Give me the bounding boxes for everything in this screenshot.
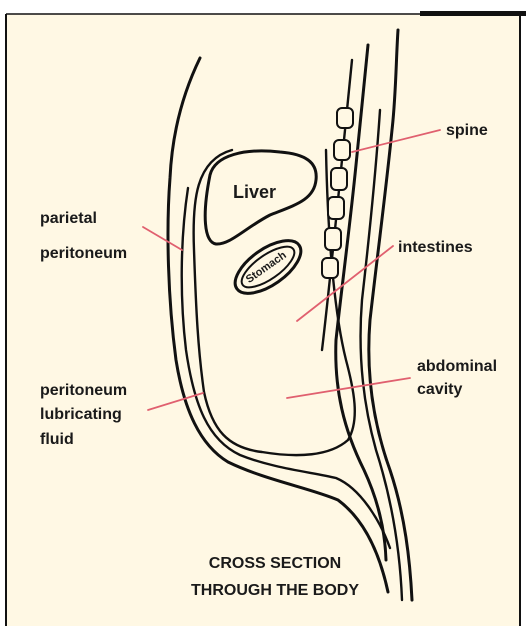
label-intestines: intestines (398, 239, 473, 256)
label-lubricating: lubricating (40, 406, 122, 423)
vertebra (334, 140, 350, 160)
label-parietal: parietal (40, 210, 97, 227)
diagram-background (6, 14, 520, 626)
frame-top-bar (420, 11, 526, 16)
label-spine: spine (446, 122, 488, 139)
label-fluid: fluid (40, 431, 74, 448)
vertebra (331, 168, 347, 190)
vertebra (322, 258, 338, 278)
vertebra (337, 108, 353, 128)
vertebra (325, 228, 341, 250)
label-cavity: cavity (417, 381, 462, 398)
label-liver: Liver (233, 182, 276, 202)
label-parietal-peritoneum: peritoneum (40, 245, 127, 262)
label-abdominal: abdominal (417, 358, 497, 375)
vertebra (328, 197, 344, 219)
caption-line-2: THROUGH THE BODY (191, 582, 359, 599)
label-peritoneum: peritoneum (40, 382, 127, 399)
caption-line-1: CROSS SECTION (209, 555, 341, 572)
